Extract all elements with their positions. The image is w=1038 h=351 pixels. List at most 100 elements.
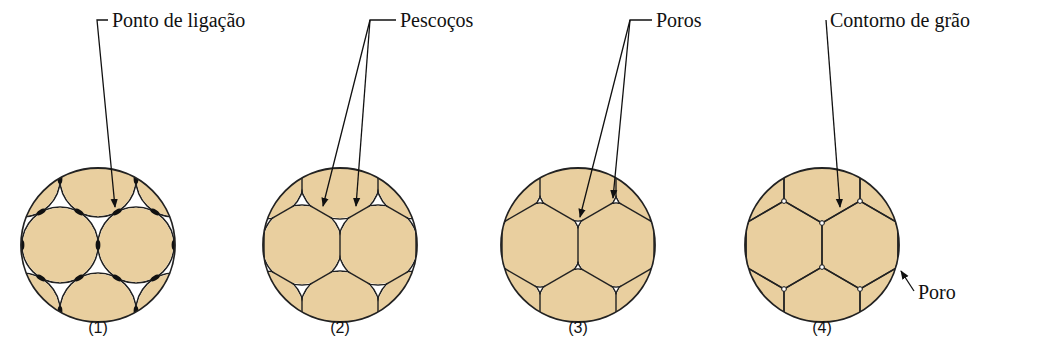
bond-point [0,207,9,216]
pore [706,331,710,335]
neck-boundary [158,206,179,218]
particle-outline [422,335,506,351]
particle [137,274,211,348]
particle [727,336,809,351]
grain [784,267,860,351]
particle [149,140,227,218]
particle-outline [110,205,190,285]
pore [934,67,938,71]
pore [706,331,710,335]
particle [61,274,135,348]
particle-outline [174,339,250,351]
pore [1010,155,1014,159]
particle-outline [498,71,582,155]
pore [554,331,558,335]
pore [630,331,634,335]
particle-outline [0,207,22,283]
neck-boundary [696,203,727,221]
bond-point [111,339,122,348]
bond-point [339,339,350,348]
neck-boundary [272,206,293,218]
neck-boundary [149,167,150,192]
particle [263,206,341,284]
particle-outline [726,71,810,155]
stage-number: (2) [330,316,350,340]
pore [630,287,634,291]
particle [385,270,467,351]
particle-outline [346,71,430,155]
neck-boundary [453,299,454,324]
neck-boundary [506,269,537,287]
particle [423,204,505,286]
grain [860,267,936,351]
particle-outline [300,271,380,351]
pore [1010,331,1014,335]
neck-boundary [387,293,388,329]
particle-outline [384,269,468,351]
sample-outline [501,168,655,322]
pore [858,331,862,335]
particle [377,140,455,218]
pore [782,331,786,335]
neck-boundary [263,101,264,126]
particle [99,208,173,282]
pore [782,199,786,203]
part-label: Poro [918,280,956,304]
bond-point [0,141,9,150]
bond-point [172,108,177,118]
pore [744,133,748,137]
neck-boundary [653,95,654,131]
particle-outline [60,141,136,217]
pore [820,133,824,137]
pore [782,155,786,159]
grain [898,69,974,157]
particle-outline [326,75,402,151]
neck-boundary [310,338,331,350]
pore [782,199,786,203]
neck-boundary [772,137,803,155]
pore [934,155,938,159]
pore [1010,331,1014,335]
grain [784,135,860,223]
pore [934,199,938,203]
particle [499,72,581,154]
particle [251,340,325,351]
part-label: Contorno de grão [830,8,970,32]
particle-outline [148,139,228,219]
pore [972,133,976,137]
pore [592,133,596,137]
pore [782,287,786,291]
grain [746,201,822,289]
grain [594,69,670,157]
pore [630,155,634,159]
pore [934,199,938,203]
pore [820,265,824,269]
particle [0,340,21,351]
part-label: Pescoços [400,8,473,32]
neck-boundary [354,269,385,287]
grain [974,201,1038,289]
particle-outline [0,75,22,151]
neck-boundary [658,137,689,155]
particle [225,140,303,218]
pore [972,133,976,137]
neck-boundary [348,272,369,284]
pore [972,221,976,225]
pore [668,265,672,269]
pore [706,331,710,335]
neck-boundary [501,95,502,131]
particle-outline [490,73,570,153]
grain [974,69,1038,157]
particle-outline [422,71,506,155]
particle-outline [802,335,886,351]
bond-point [73,141,84,150]
neck-boundary [339,233,340,258]
pore [668,133,672,137]
pore [896,133,900,137]
neck-boundary [348,140,369,152]
pore [668,221,672,225]
grain [822,333,898,351]
pore [934,331,938,335]
grain [936,267,1012,351]
